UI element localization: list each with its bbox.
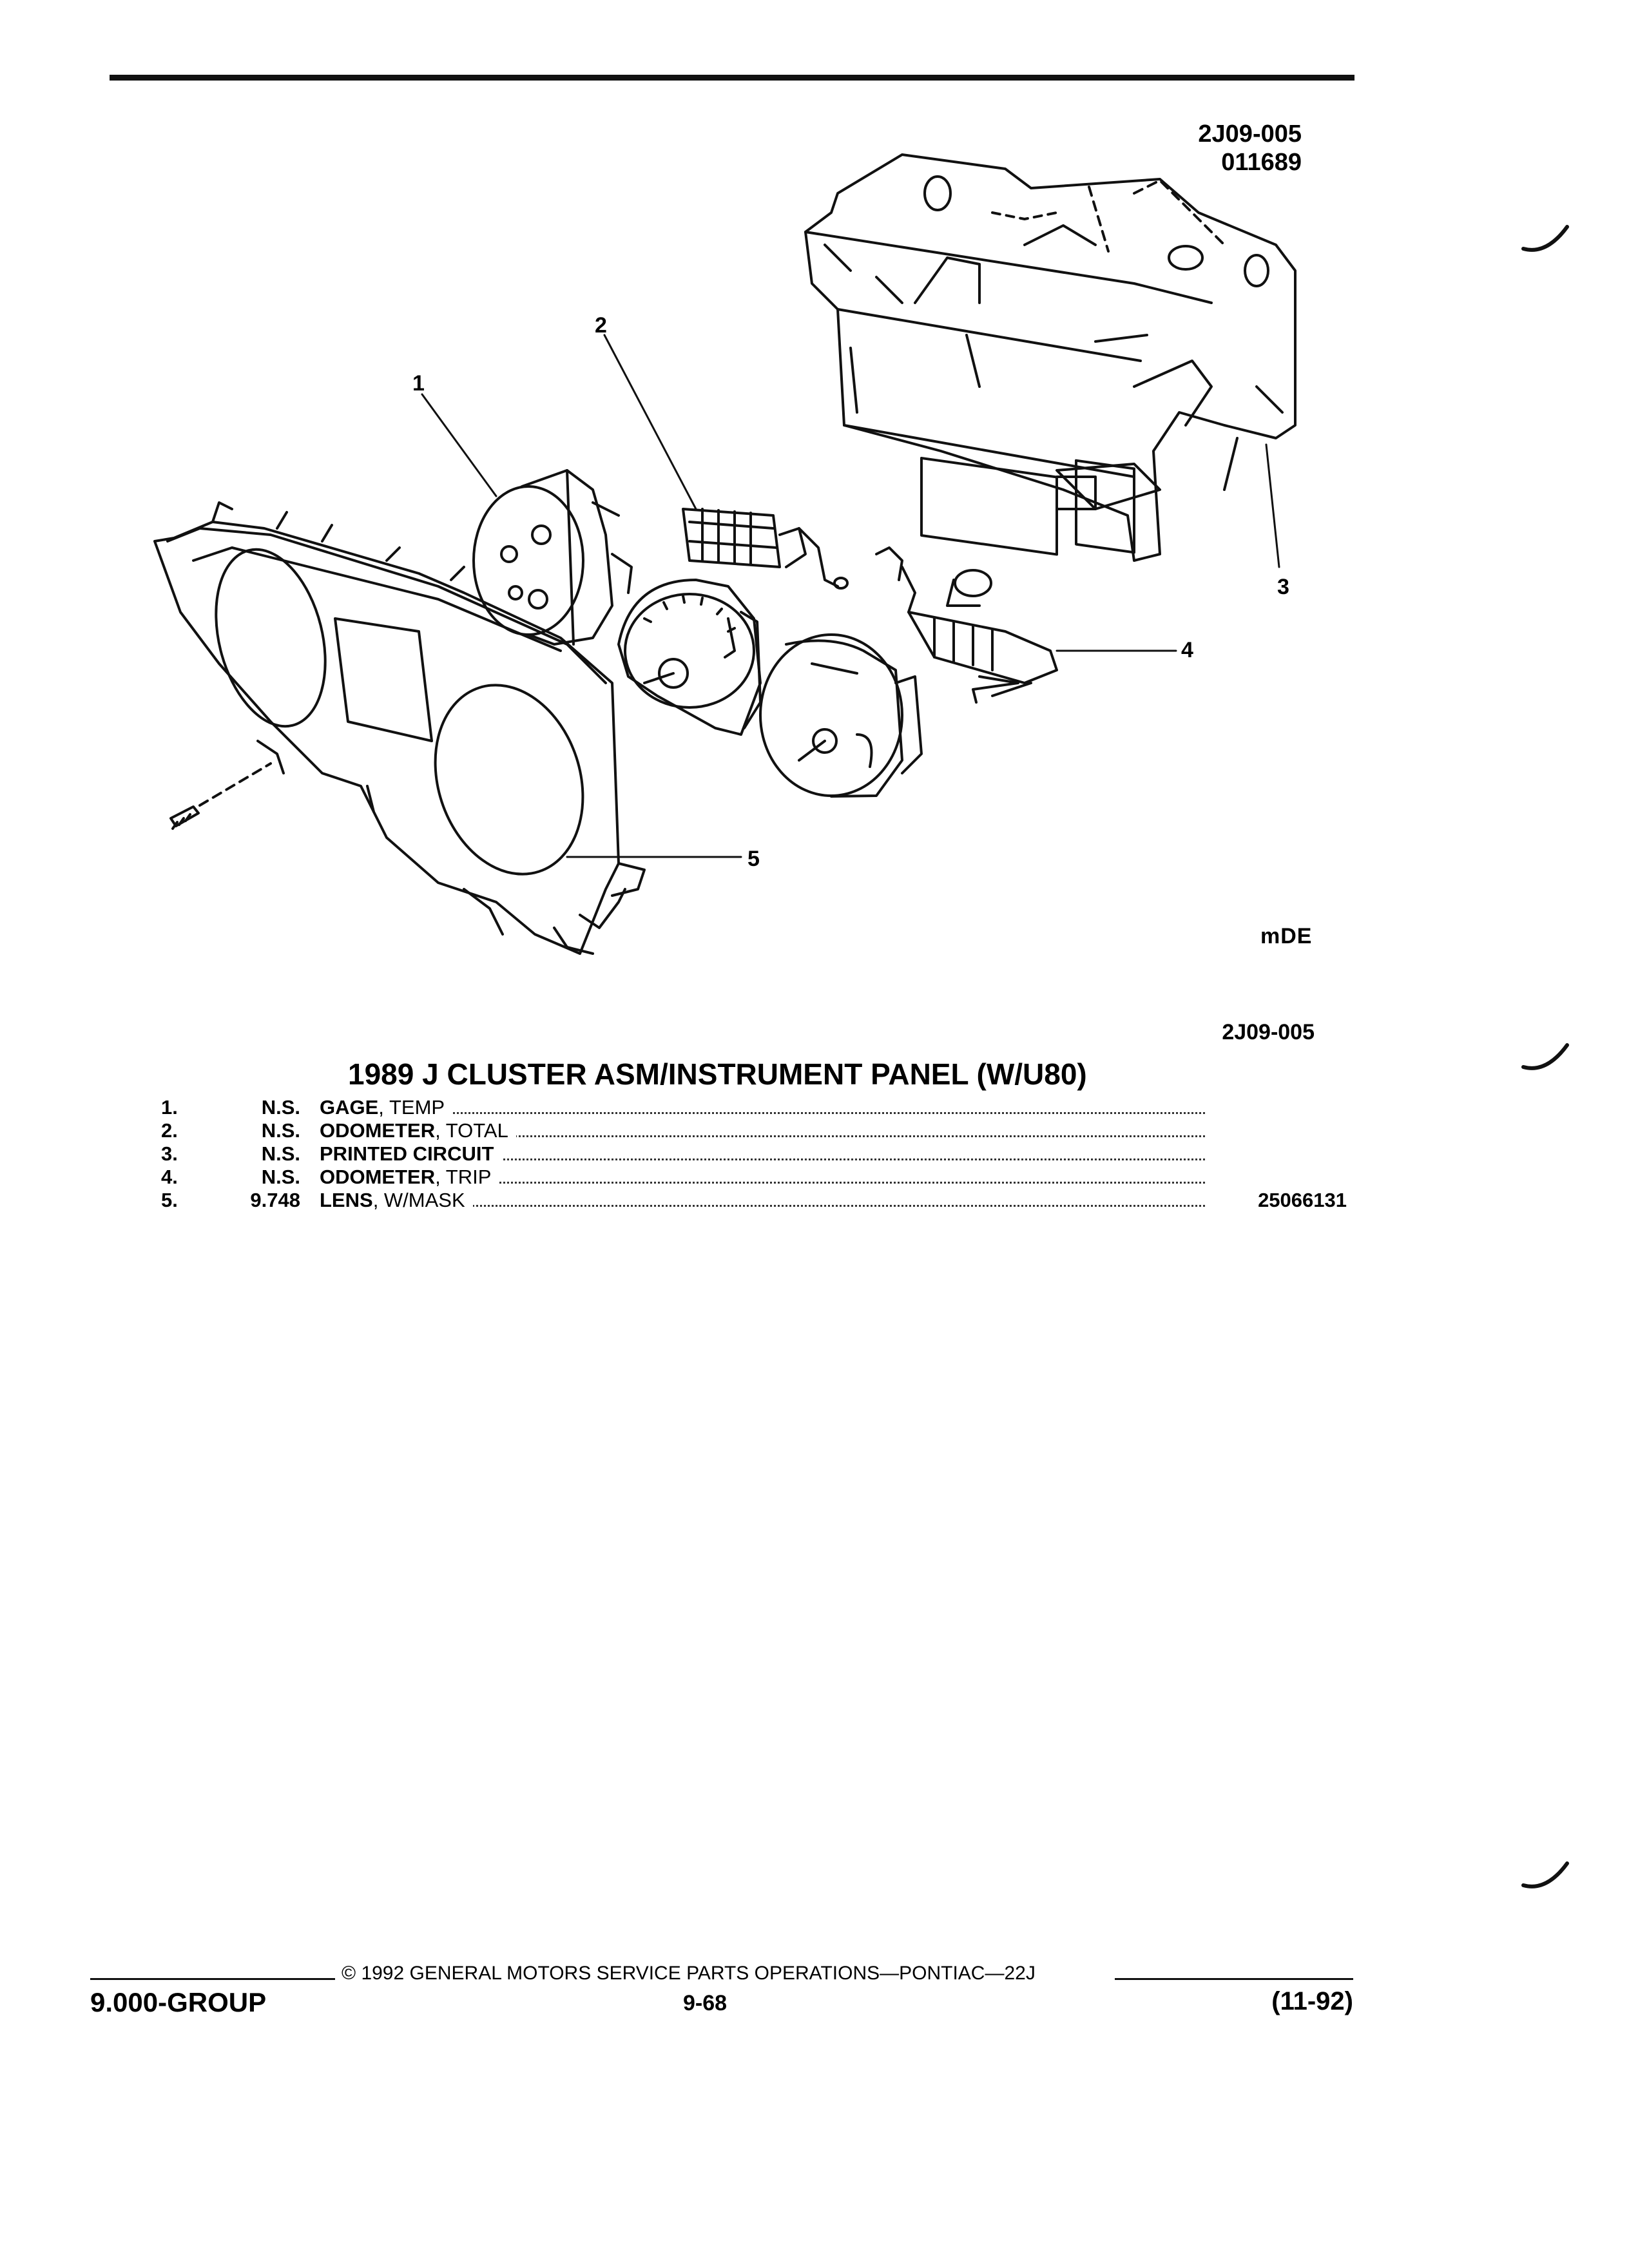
dot-leader: [322, 1205, 1205, 1207]
part-description: GAGE, TEMP: [320, 1095, 453, 1120]
printed-circuit-housing: [804, 153, 1296, 562]
part-item-number: 4.: [161, 1166, 178, 1188]
figure-code-line-2: 011689: [1221, 149, 1302, 176]
footer-rule-left: [90, 1978, 335, 1980]
trip-odometer: [875, 546, 1058, 704]
part-detail: , TOTAL: [435, 1119, 508, 1142]
temp-gage: [472, 469, 633, 646]
part-ref: 9.748: [250, 1189, 300, 1211]
footer-rule-right: [1115, 1978, 1353, 1980]
part-ref: N.S.: [261, 1119, 300, 1142]
footer-group: 9.000-GROUP: [90, 1987, 267, 2017]
part-ref: N.S.: [261, 1142, 300, 1165]
part-description: LENS, W/MASK: [320, 1188, 473, 1213]
callout-1: 1: [412, 371, 425, 396]
part-description: ODOMETER, TOTAL: [320, 1119, 516, 1143]
part-item-number: 1.: [161, 1096, 178, 1119]
binder-mark-icon: [1521, 1043, 1569, 1070]
binder-mark-icon: [1521, 225, 1569, 252]
footer-page-number: 9-68: [683, 1991, 728, 2015]
part-detail: , TRIP: [435, 1166, 492, 1188]
part-item-number: 5.: [161, 1189, 178, 1211]
part-name: PRINTED CIRCUIT: [320, 1142, 494, 1165]
part-row: 2. N.S. ODOMETER, TOTAL: [0, 1119, 1629, 1143]
part-ref: N.S.: [261, 1096, 300, 1119]
callout-3: 3: [1277, 575, 1289, 599]
part-name: ODOMETER: [320, 1166, 436, 1188]
part-description: PRINTED CIRCUIT: [320, 1142, 502, 1166]
part-item-number: 3.: [161, 1142, 178, 1165]
dot-leader: [322, 1182, 1205, 1184]
dot-leader: [322, 1135, 1205, 1137]
part-row: 1. N.S. GAGE, TEMP: [0, 1095, 1629, 1120]
mounting-screw: [169, 762, 272, 830]
part-description: ODOMETER, TRIP: [320, 1165, 499, 1189]
exploded-view-illustration: 1 2 3 4 5: [153, 153, 1296, 955]
part-detail: , TEMP: [378, 1096, 445, 1119]
part-name: ODOMETER: [320, 1119, 436, 1142]
tachometer: [759, 633, 923, 798]
part-row: 5. 9.748 LENS, W/MASK 25066131: [0, 1188, 1629, 1213]
dot-leader: [322, 1158, 1205, 1160]
footer-copyright: © 1992 GENERAL MOTORS SERVICE PARTS OPER…: [342, 1963, 1036, 1984]
lens-with-mask: [153, 501, 646, 955]
part-item-number: 2.: [161, 1119, 178, 1142]
callout-4: 4: [1181, 638, 1193, 662]
part-name: GAGE: [320, 1096, 379, 1119]
part-number: 25066131: [1258, 1189, 1347, 1211]
part-detail: , W/MASK: [372, 1189, 465, 1211]
part-row: 3. N.S. PRINTED CIRCUIT: [0, 1142, 1629, 1166]
callout-5: 5: [747, 847, 760, 871]
document-title: 1989 J CLUSTER ASM/INSTRUMENT PANEL (W/U…: [348, 1057, 1087, 1091]
top-rule: [110, 75, 1354, 81]
figure-code-top: 2J09-005 011689: [1147, 120, 1302, 177]
callout-2: 2: [595, 313, 607, 338]
part-name: LENS: [320, 1189, 373, 1211]
footer-date: (11-92): [1271, 1987, 1353, 2015]
callout-leader-lines: [421, 334, 1280, 858]
part-row: 4. N.S. ODOMETER, TRIP: [0, 1165, 1629, 1189]
dot-leader: [322, 1112, 1205, 1114]
binder-mark-icon: [1521, 1861, 1569, 1888]
speedometer: [617, 579, 762, 736]
figure-code-line-1: 2J09-005: [1198, 120, 1302, 148]
total-odometer: [682, 508, 849, 590]
figure-code-bottom: 2J09-005: [1222, 1020, 1315, 1044]
part-ref: N.S.: [261, 1166, 300, 1188]
brand-mark: mDE: [1260, 924, 1313, 948]
